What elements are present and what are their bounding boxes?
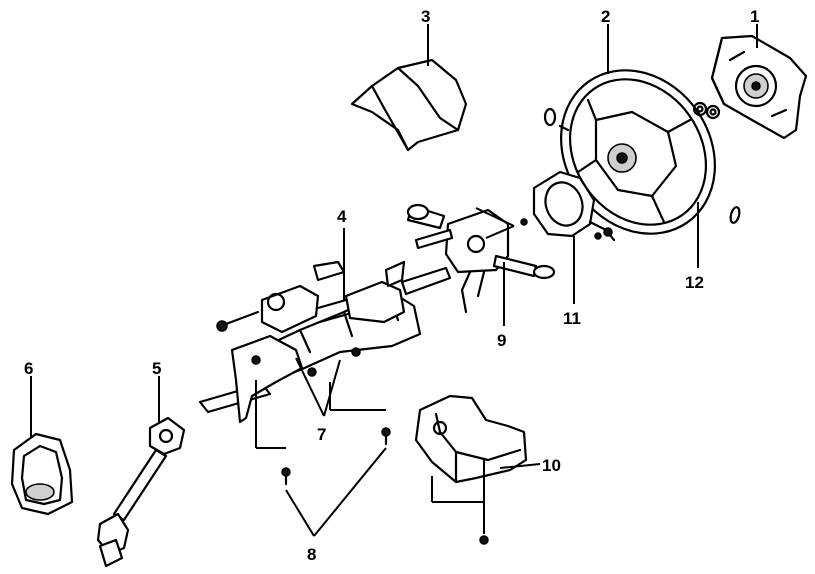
leader-lines bbox=[30, 24, 758, 537]
callout-3: 3 bbox=[421, 7, 430, 26]
steering-wheel bbox=[560, 69, 716, 235]
steering-wheel-nut bbox=[543, 107, 570, 132]
callout-10: 10 bbox=[542, 456, 561, 475]
callout-12: 12 bbox=[685, 273, 704, 292]
callout-11: 11 bbox=[563, 309, 581, 328]
clock-spring bbox=[532, 170, 616, 242]
callout-5: 5 bbox=[152, 359, 161, 378]
cover-screw bbox=[479, 535, 489, 545]
lower-column-cover bbox=[414, 394, 528, 484]
callout-4: 4 bbox=[337, 207, 347, 226]
steering-column bbox=[198, 260, 452, 424]
wheel-clip bbox=[729, 206, 741, 224]
callout-8: 8 bbox=[307, 545, 316, 564]
callout-2: 2 bbox=[601, 7, 610, 26]
upper-column-cover bbox=[350, 58, 468, 152]
column-bolts bbox=[281, 427, 391, 486]
callout-labels: 1 2 3 4 5 6 7 8 9 10 11 12 bbox=[24, 7, 759, 564]
callout-6: 6 bbox=[24, 359, 33, 378]
callout-9: 9 bbox=[497, 331, 506, 350]
callout-7: 7 bbox=[317, 425, 326, 444]
column-boot bbox=[10, 432, 74, 516]
intermediate-shaft bbox=[96, 416, 186, 568]
combination-switch bbox=[406, 203, 556, 314]
callout-1: 1 bbox=[750, 7, 759, 26]
airbag-module bbox=[710, 34, 808, 140]
